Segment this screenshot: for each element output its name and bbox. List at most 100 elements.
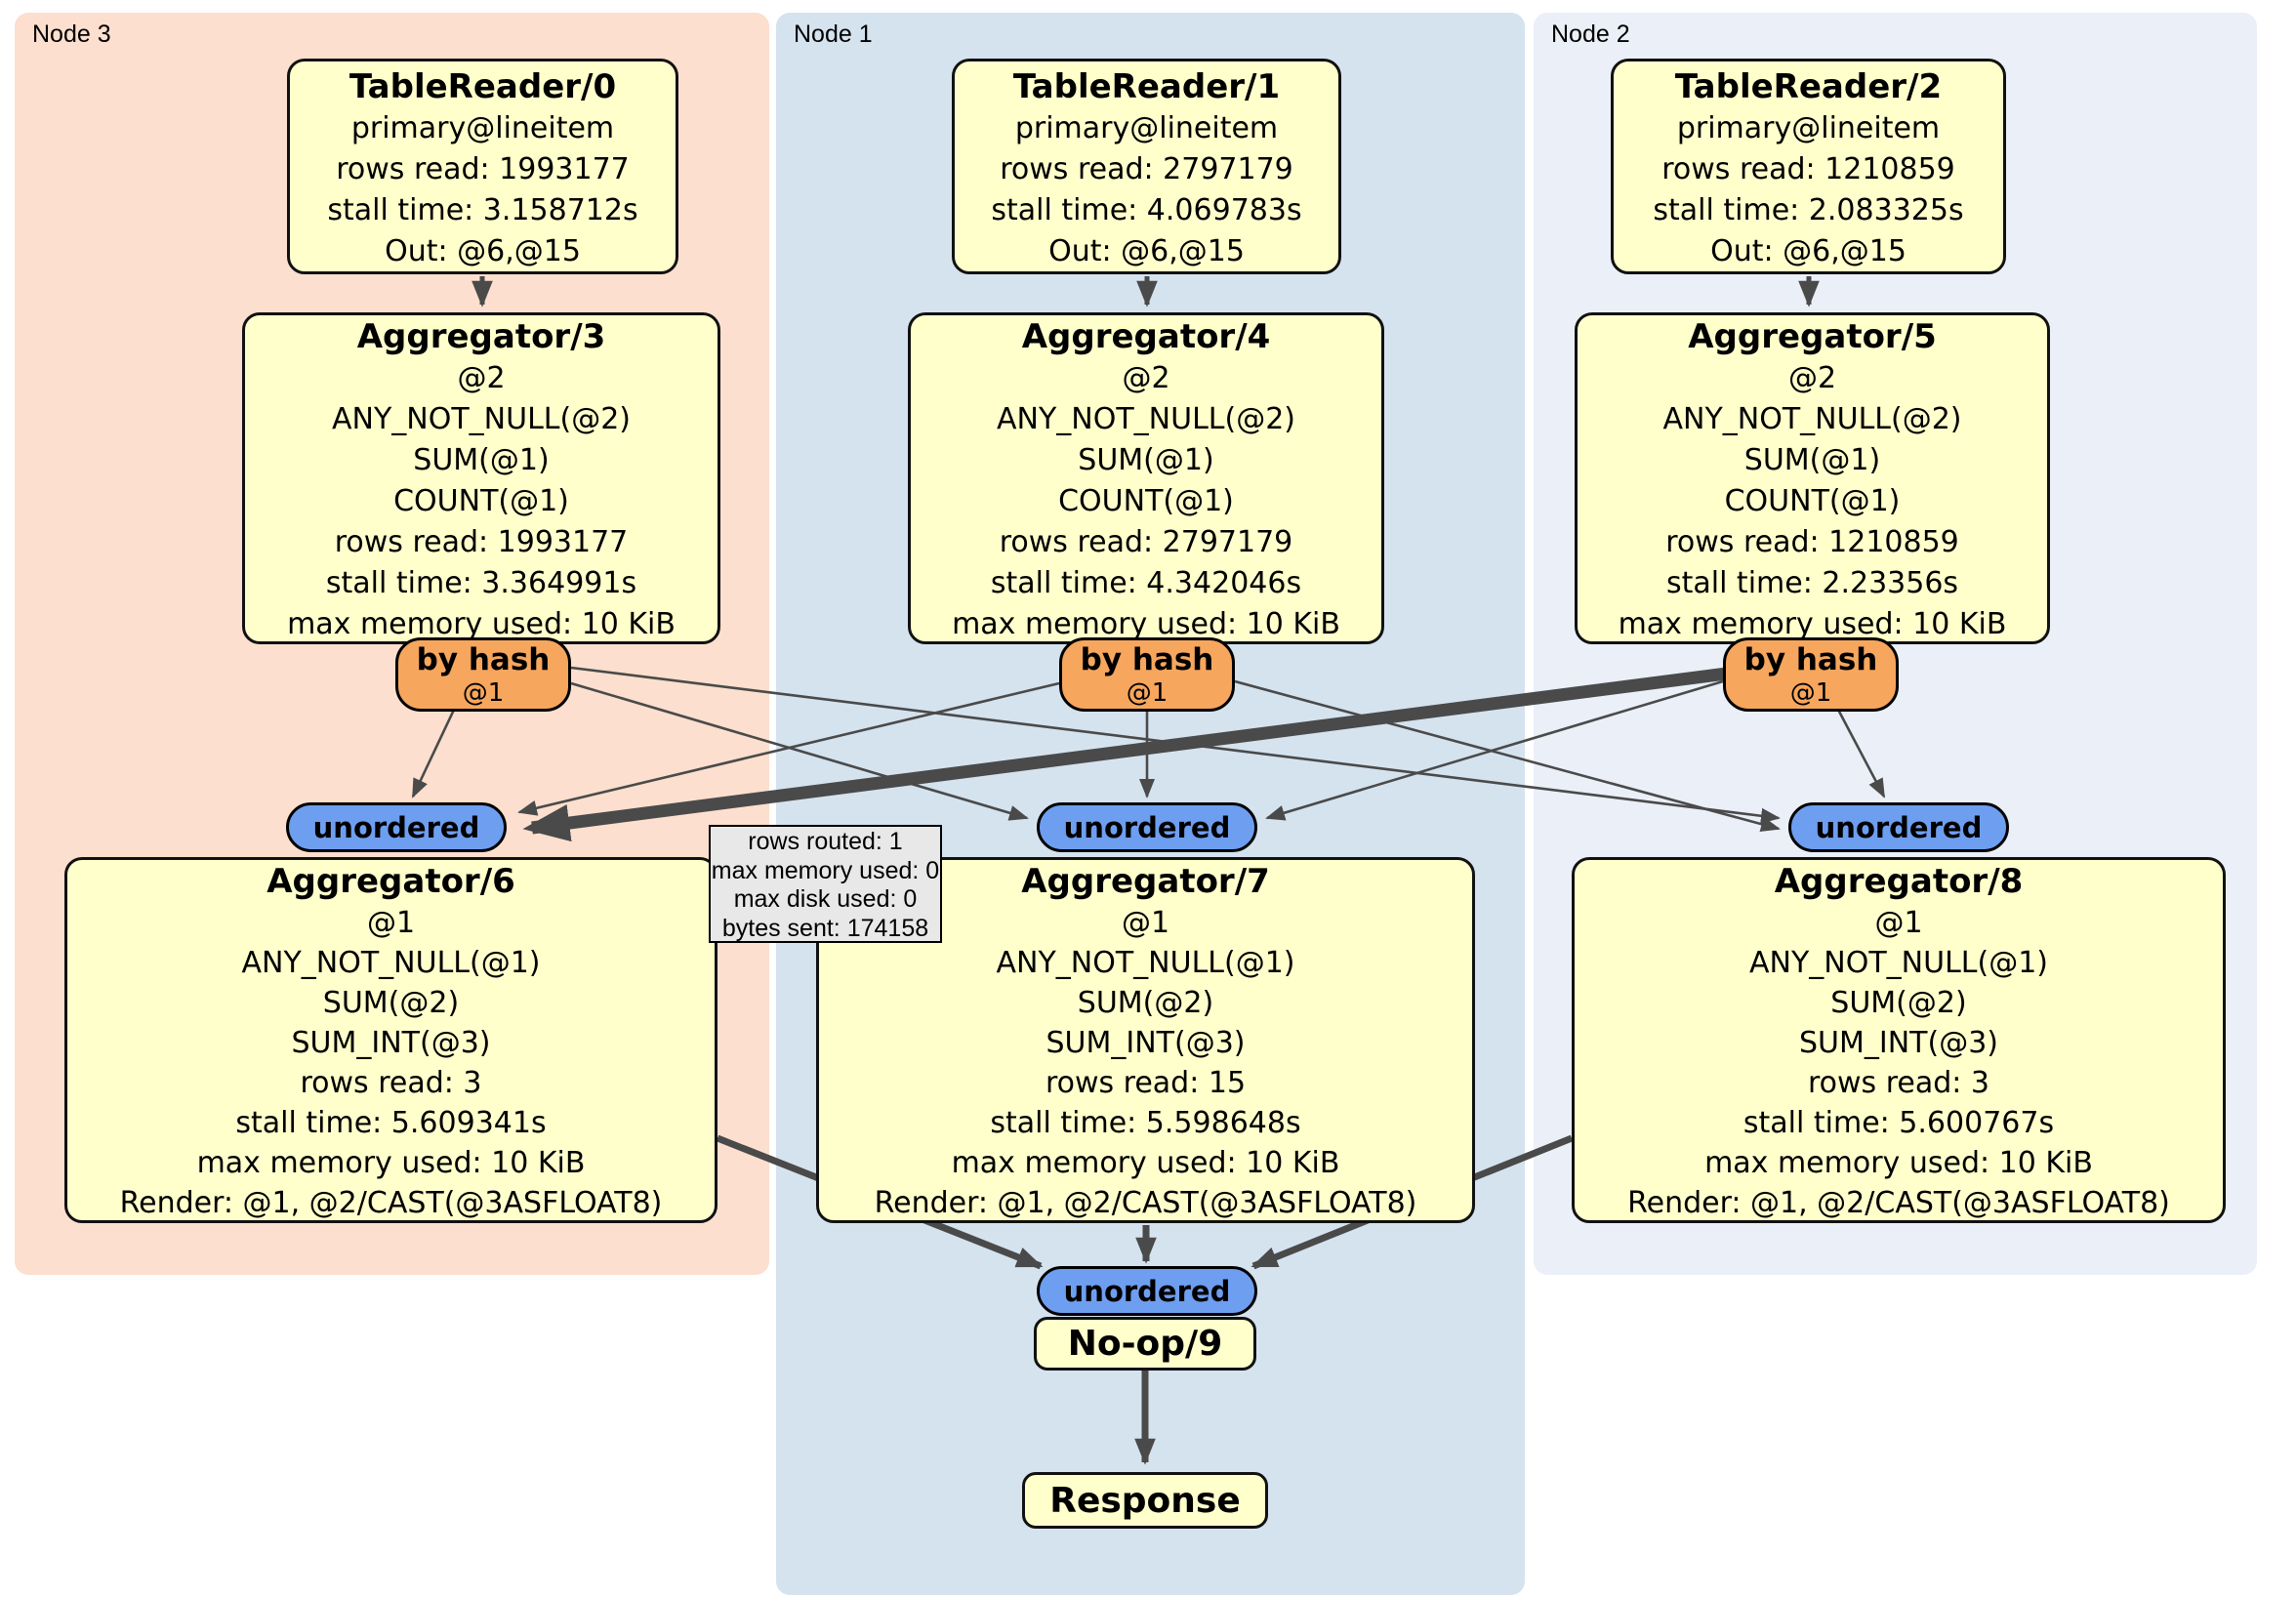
edge-router2-stream2 [1835, 707, 1886, 798]
box-line: stall time: 2.083325s [1653, 193, 1964, 227]
box-line: stall time: 3.364991s [325, 566, 637, 600]
box-line: max memory used: 10 KiB [1704, 1146, 2093, 1180]
box-title: Aggregator/3 [356, 317, 606, 356]
box-line: SUM(@1) [1743, 443, 1881, 477]
response-box[interactable]: Response [1022, 1472, 1268, 1529]
box-line: Render: @1, @2/CAST(@3ASFLOAT8) [1627, 1186, 2170, 1220]
box-title: TableReader/2 [1674, 67, 1943, 106]
tablereader-2-box[interactable]: TableReader/2 primary@lineitem rows read:… [1611, 59, 2006, 274]
box-line: ANY_NOT_NULL(@1) [996, 946, 1295, 980]
stream-unordered-node1[interactable]: unordered [1037, 802, 1257, 852]
box-title: Aggregator/7 [1021, 862, 1270, 901]
node-3-label: Node 3 [32, 20, 111, 48]
edge-router3-stream1 [570, 681, 1029, 821]
box-line: Out: @6,@15 [1710, 234, 1906, 268]
box-line: max memory used: 10 KiB [196, 1146, 586, 1180]
box-line: rows read: 1210859 [1665, 525, 1959, 559]
box-line: rows read: 1210859 [1661, 152, 1955, 186]
box-line: Out: @6,@15 [385, 234, 581, 268]
box-line: max memory used: 10 KiB [952, 607, 1340, 641]
box-line: rows read: 15 [1045, 1066, 1247, 1100]
box-line: ANY_NOT_NULL(@2) [332, 402, 631, 436]
box-line: rows read: 3 [300, 1066, 482, 1100]
box-line: COUNT(@1) [393, 484, 569, 518]
router-key: @1 [1789, 678, 1832, 708]
box-line: bytes sent: 174158 [721, 914, 929, 942]
edge-router2-stream3-thick[interactable] [522, 664, 1750, 842]
box-line: stall time: 2.23356s [1665, 566, 1959, 600]
box-line: primary@lineitem [1676, 111, 1941, 145]
edge-router2-stream1 [1265, 679, 1724, 821]
box-line: COUNT(@1) [1058, 484, 1234, 518]
stream-unordered-sink[interactable]: unordered [1037, 1266, 1257, 1316]
box-line: stall time: 4.342046s [990, 566, 1302, 600]
box-line: @2 [457, 361, 506, 395]
box-line: SUM_INT(@3) [1046, 1026, 1246, 1060]
box-line: rows read: 2797179 [999, 525, 1293, 559]
router-label: by hash [416, 642, 551, 677]
box-lines: primary@lineitem rows read: 1210859 stall … [1614, 108, 2003, 272]
node-1-label: Node 1 [794, 20, 873, 48]
router-label: by hash [1080, 642, 1214, 677]
box-line: max memory used: 0 [711, 856, 940, 884]
box-line: rows read: 2797179 [1000, 152, 1293, 186]
box-line: SUM(@1) [413, 443, 550, 477]
edge-router1-stream2 [1234, 679, 1781, 833]
box-line: Render: @1, @2/CAST(@3ASFLOAT8) [119, 1186, 663, 1220]
box-line: rows read: 1993177 [334, 525, 629, 559]
box-line: SUM(@2) [1830, 986, 1967, 1020]
box-title: Aggregator/5 [1688, 317, 1937, 356]
box-lines: primary@lineitem rows read: 2797179 stall … [955, 108, 1338, 272]
router-key: @1 [462, 678, 505, 708]
box-line: ANY_NOT_NULL(@1) [1749, 946, 2048, 980]
box-title: TableReader/1 [1012, 67, 1281, 106]
box-line: SUM(@1) [1078, 443, 1214, 477]
box-line: @2 [1787, 361, 1837, 395]
tablereader-1-box[interactable]: TableReader/1 primary@lineitem rows read:… [952, 59, 1341, 274]
box-line: stall time: 5.600767s [1742, 1106, 2055, 1140]
box-line: SUM_INT(@3) [291, 1026, 491, 1060]
box-title: Aggregator/4 [1021, 317, 1271, 356]
box-line: primary@lineitem [350, 111, 615, 145]
box-line: max memory used: 10 KiB [951, 1146, 1340, 1180]
router-label: by hash [1743, 642, 1878, 677]
box-line: @2 [1122, 361, 1170, 395]
box-title: Aggregator/6 [266, 862, 515, 901]
edge-router3-stream3 [411, 709, 456, 798]
box-line: ANY_NOT_NULL(@2) [997, 402, 1295, 436]
router-by-hash-node2[interactable]: by hash @1 [1723, 637, 1899, 712]
box-title: TableReader/0 [348, 67, 617, 106]
box-line: SUM(@2) [1077, 986, 1214, 1020]
box-line: Out: @6,@15 [1048, 234, 1245, 268]
router-by-hash-node1[interactable]: by hash @1 [1059, 637, 1235, 712]
box-line: stall time: 4.069783s [991, 193, 1302, 227]
noop-9-box[interactable]: No-op/9 [1034, 1317, 1256, 1371]
stream-unordered-node2[interactable]: unordered [1788, 802, 2009, 852]
router-by-hash-node3[interactable]: by hash @1 [395, 637, 571, 712]
box-line: primary@lineitem [1014, 111, 1279, 145]
box-line: rows routed: 1 [748, 828, 903, 855]
box-line: max memory used: 10 KiB [1618, 607, 2007, 641]
router-key: @1 [1126, 678, 1168, 708]
stream-unordered-node3[interactable]: unordered [286, 802, 507, 852]
box-line: stall time: 5.609341s [235, 1106, 547, 1140]
box-line: COUNT(@1) [1724, 484, 1901, 518]
box-line: Render: @1, @2/CAST(@3ASFLOAT8) [874, 1186, 1417, 1220]
box-line: SUM_INT(@3) [1799, 1026, 1998, 1060]
